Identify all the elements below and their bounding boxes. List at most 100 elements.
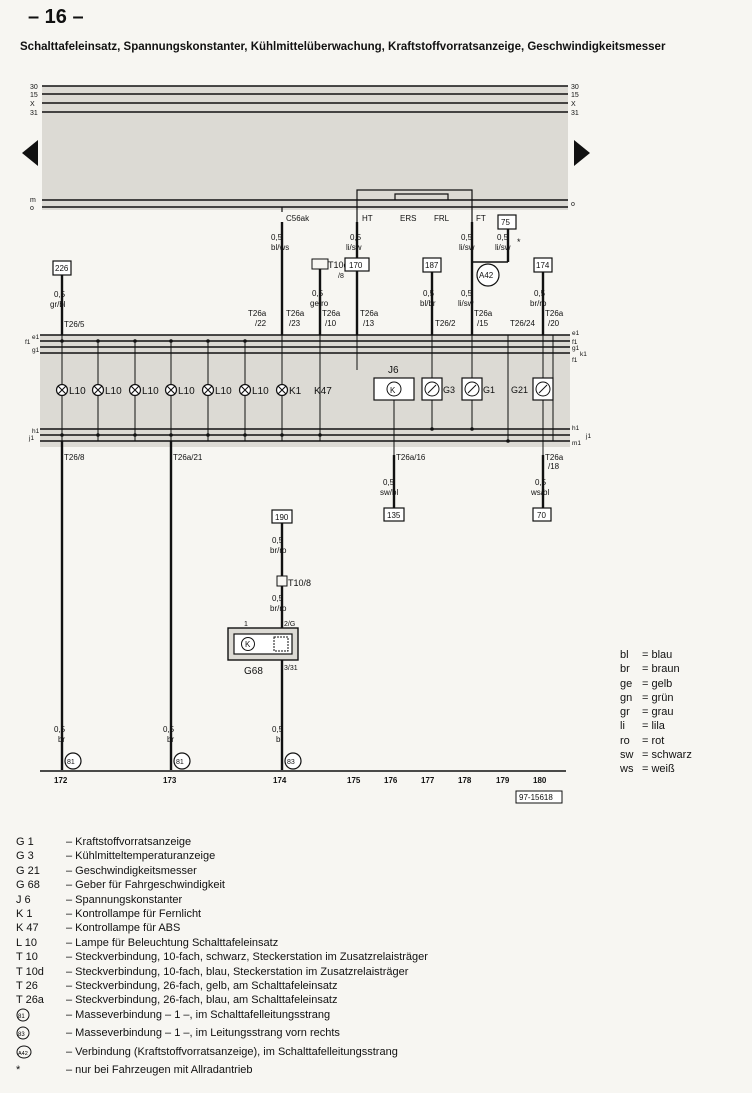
component-legend: G 1– Kraftstoffvorratsanzeige G 3– Kühlm… [16,835,428,1078]
label-g68: G68 [244,666,263,677]
conn-t26-24: T26/24 [510,319,535,328]
color-legend-row: li= lila [620,720,665,733]
legend-row: J 6– Spannungskonstanter [16,893,183,906]
t10d-label: T10d [328,260,349,270]
color-legend-row: gn= grün [620,691,674,704]
legend-row: G 1– Kraftstoffvorratsanzeige [16,836,192,848]
wire-size-w4: 0,5 [497,233,509,242]
label-l10-2: L10 [105,386,122,397]
conn-t26a-18-b: /18 [548,462,560,471]
lamp-crosses [57,385,287,395]
conn-t26a-15-b: /15 [477,319,489,328]
bus-label-31-left: 31 [30,110,38,117]
label-ers: ERS [400,214,416,223]
scale-172: 172 [54,776,68,785]
rail-g1-left: g1 [32,347,40,354]
legend-row: K 1– Kontrollampe für Fernlicht [16,908,202,921]
svg-text:K: K [245,640,251,649]
rail-f1-left: f1 [25,339,31,346]
rail-f1-right: f1 [572,339,578,346]
color-legend-row: bl= blau [620,649,673,661]
conn-t26a-20-b: /20 [548,319,560,328]
wire-size-w14: 0,5 [54,725,66,734]
label-l10-3: L10 [142,386,159,397]
wire-color-w13: br/ro [270,604,287,613]
wire-color-w9: br/ro [530,299,547,308]
ground-83-symbol-icon: 83 [16,1026,30,1040]
label-frl: FRL [434,214,450,223]
rail-h1-right: h1 [572,425,580,432]
g68-sensor-icon [241,637,255,651]
scale-175: 175 [347,776,361,785]
svg-text:83: 83 [18,1032,25,1038]
label-k47: K47 [314,386,332,397]
j6-voltage-regulator-icon [386,381,402,397]
wire-color-w12: br/ro [270,546,287,555]
rail-k1-right: k1 [580,351,587,358]
ref-box-70 [532,507,552,522]
legend-row: T 10d– Steckverbindung, 10-fach, blau, S… [16,965,409,978]
cluster-rails [40,334,570,442]
wire-color-w10: sw/bl [380,488,398,497]
label-j6: J6 [388,365,399,376]
scale-177: 177 [421,776,435,785]
label-ft: FT [476,214,486,223]
label-l10-4: L10 [178,386,195,397]
wire-color-w8: li/sw [458,299,474,308]
label-l10-1: L10 [69,386,86,397]
rail-j1-left: j1 [28,435,34,442]
legend-row: K 47– Kontrollampe für ABS [16,922,181,935]
legend-row: A42– Verbindung (Kraftstoffvorratsanzeig… [16,1045,398,1059]
ground-83: 83 [287,759,295,766]
drawing-code: 97-15618 [519,793,553,802]
lower-wires [60,441,545,770]
legend-row: L 10– Lampe für Beleuchtung Schalttafele… [16,936,279,949]
wire-color-w3: li/sw [459,243,475,252]
svg-text:K: K [390,386,396,395]
color-legend-row: ro= rot [620,734,665,747]
wire-size-w2: 0,5 [350,233,362,242]
page-next-arrow-icon [574,140,590,166]
ground-81-symbol-icon: 81 [16,1008,30,1022]
wire-size-w3: 0,5 [461,233,473,242]
label-l10-6: L10 [252,386,269,397]
ref-box-187 [422,257,442,273]
a42-symbol-icon: A42 [16,1045,32,1059]
scale-173: 173 [163,776,177,785]
wire-size-w7: 0,5 [423,289,435,298]
wire-color-w2: li/sw [346,243,362,252]
wire-color-w6: ge/ro [310,299,329,308]
t10d-pin: /8 [338,273,344,280]
conn-t26a-16: T26a/16 [396,453,426,462]
bus-label-m-left: m [30,197,36,204]
conn-t26-5: T26/5 [64,320,85,329]
wire-color-w15: br [167,735,174,744]
wire-color-w7: bl/br [420,299,436,308]
wire-size-w16: 0,5 [272,725,284,734]
ref-75: 75 [501,218,510,227]
label-k1: K1 [289,386,302,397]
color-legend-row: ge= gelb [620,677,673,690]
conn-t26a-23-a: T26a [286,309,305,318]
ground-83-icon [284,752,302,770]
ref-70: 70 [537,511,546,520]
page-number: – 16 – [28,6,84,28]
wiring-diagram: 30 15 X 31 m o 30 15 X 31 o C56ak HT ERS… [22,84,591,804]
rail-e1-right: e1 [572,330,580,337]
ref-box-170 [344,257,370,272]
wire-color-w4: li/sw [495,243,511,252]
conn-t26a-21: T26a/21 [173,453,203,462]
legend-row: G 3– Kühlmitteltemperaturanzeige [16,850,216,863]
ref-174: 174 [536,261,550,270]
ref-box-75 [497,214,517,230]
bus-label-o-left: o [30,205,34,212]
page-prev-arrow-icon [22,140,38,166]
ground-81-b: 81 [176,759,184,766]
legend-row: *– nur bei Fahrzeugen mit Allradantrieb [16,1064,253,1077]
legend-row: G 68– Geber für Fahrgeschwindigkeit [16,879,225,892]
wire-size-w9: 0,5 [534,289,546,298]
wire-size-w5: 0,5 [54,290,66,299]
wire-size-w11: 0,5 [535,478,547,487]
rail-m1-right: m1 [572,440,581,447]
wire-color-w5: gr/bl [50,300,66,309]
